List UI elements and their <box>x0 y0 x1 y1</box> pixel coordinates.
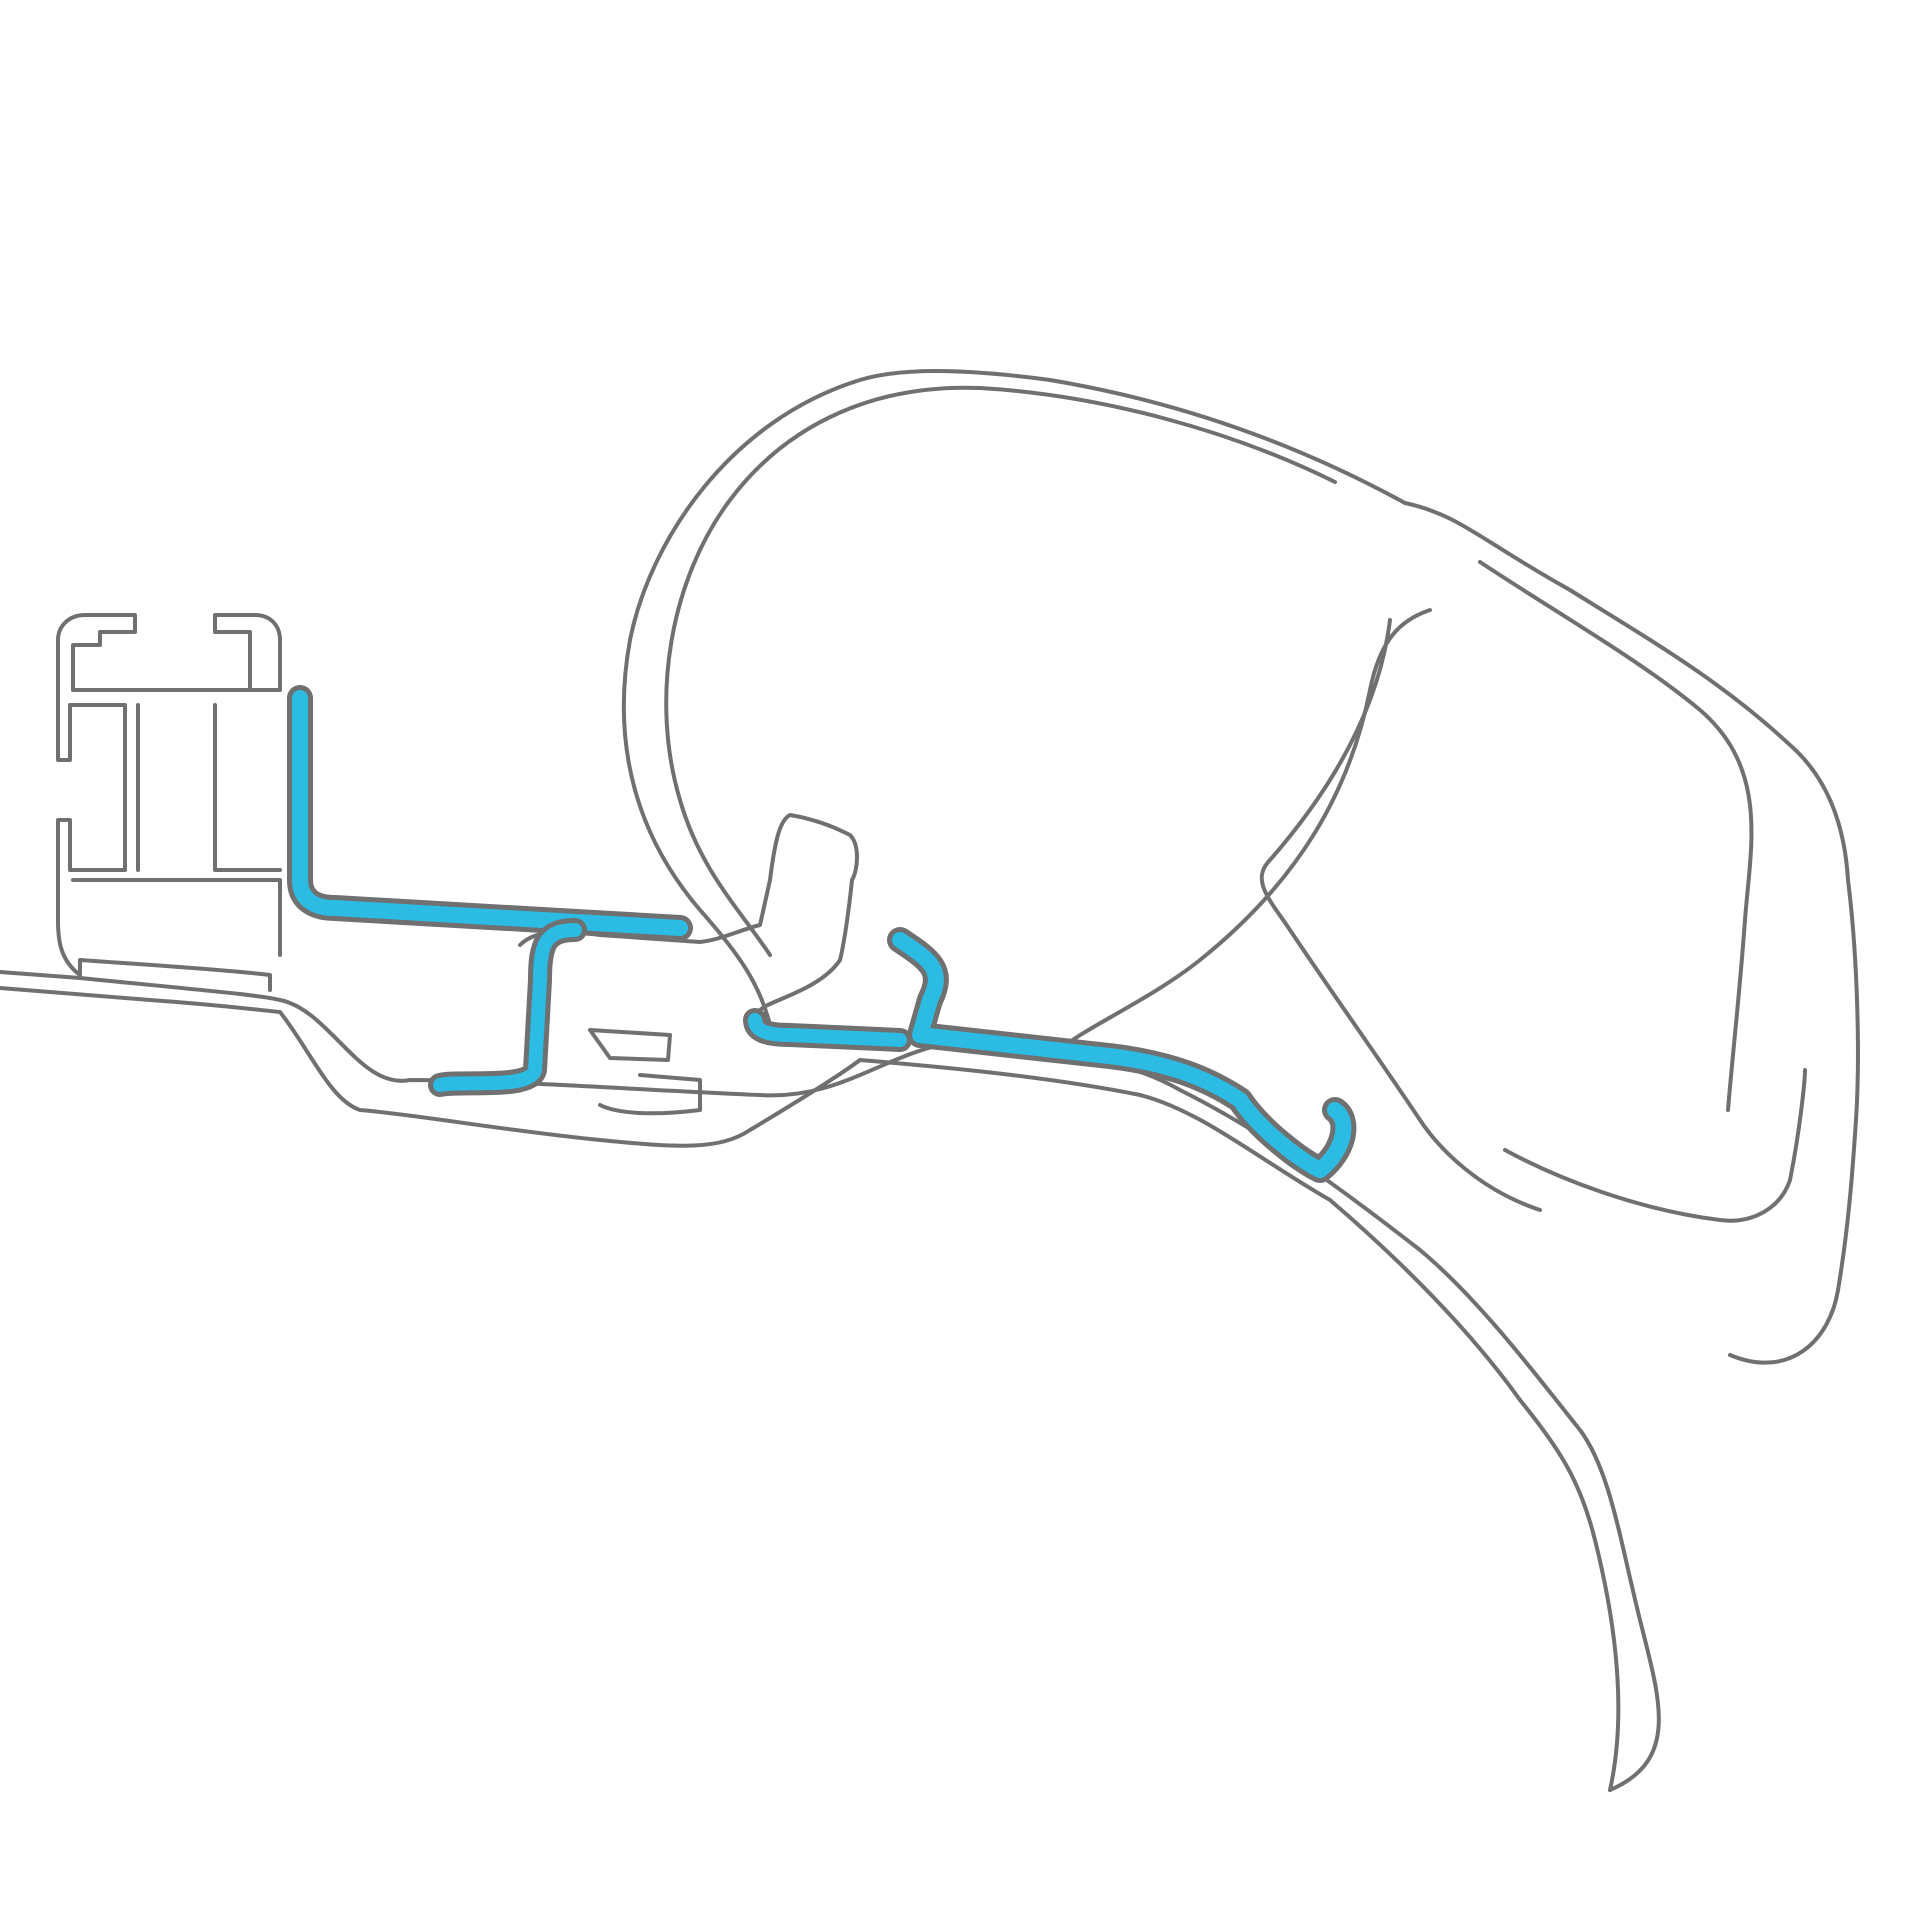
seal-channel-vertical <box>292 690 688 936</box>
mounting-rail-top <box>0 970 1661 1792</box>
mounting-rail-bottom <box>0 986 1621 1792</box>
awning-housing-inner <box>664 385 1337 957</box>
awning-arm-lower <box>1259 618 1542 1212</box>
seal-channel-group <box>287 685 1357 1183</box>
awning-housing-right <box>1403 501 1860 1365</box>
seal-channel-lower-outline <box>428 918 587 1097</box>
adapter-inner-slot <box>588 1028 702 1116</box>
awning-housing-right-inner <box>1478 560 1754 1112</box>
outline-group <box>0 369 1860 1792</box>
adapter-profile <box>518 813 859 1012</box>
wall-bracket <box>56 613 282 977</box>
awning-lower-edge <box>1503 1068 1807 1223</box>
seal-channel-lower <box>433 923 582 1092</box>
awning-housing-outer <box>621 369 1407 1027</box>
wall-bracket-lower <box>71 703 282 992</box>
seal-channel-adapter <box>748 1013 907 1047</box>
seal-channel-main <box>892 932 1352 1178</box>
awning-arm-curl <box>1058 608 1432 1052</box>
